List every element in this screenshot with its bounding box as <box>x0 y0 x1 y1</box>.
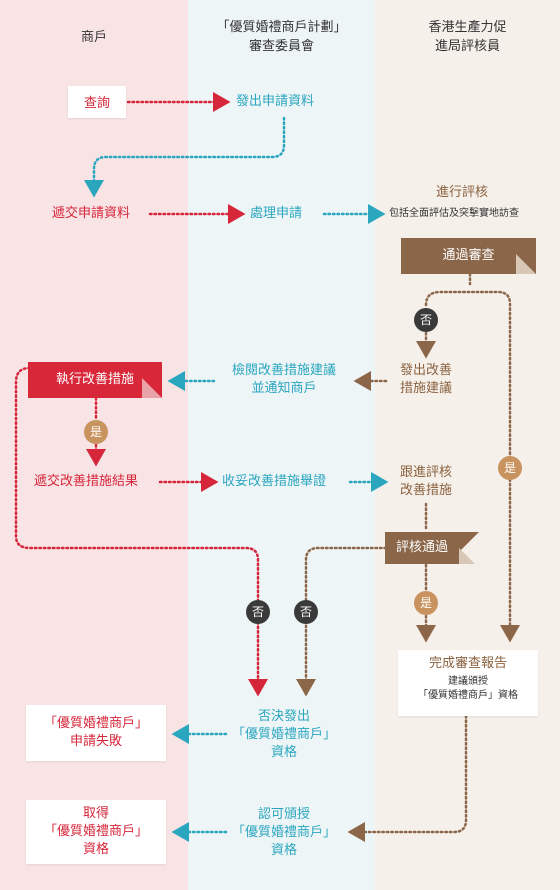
merchant-header-text: 商戶 <box>80 30 107 45</box>
application-failed-line2: 申請失敗 <box>69 734 122 749</box>
assessment-title: 進行評核 <box>436 185 489 200</box>
follow-up-line1: 跟進評核 <box>399 465 452 480</box>
execute-improvement-band: 執行改善措施 <box>28 362 162 398</box>
enquiry-text: 查詢 <box>83 96 110 111</box>
follow-up-text: 跟進評核 改善措施 <box>390 464 462 500</box>
report-title: 完成審查報告 <box>428 656 507 671</box>
merchant-lane-header: 商戶 <box>0 28 188 47</box>
no-badge-assessment: 否 <box>294 600 318 624</box>
reject-line2: 「優質婚禮商戶」 <box>231 727 336 742</box>
approve-line1: 認可頒授 <box>257 807 310 822</box>
no-badge-execute: 否 <box>246 600 270 624</box>
obtain-line2: 「優質婚禮商戶」 <box>43 824 148 839</box>
assessment-pass-tail <box>459 532 479 552</box>
reject-line3: 資格 <box>270 745 297 760</box>
assessor-lane-header: 香港生產力促 進局評核員 <box>375 18 560 56</box>
assessment-pass-band: 評核通過 <box>385 532 459 564</box>
issue-improvement-text: 發出改善 措施建議 <box>390 362 462 398</box>
committee-header-line2: 審查委員會 <box>248 39 314 54</box>
yes-badge-assessment: 是 <box>414 591 438 615</box>
no-label: 否 <box>299 605 312 619</box>
approve-line2: 「優質婚禮商戶」 <box>231 825 336 840</box>
assessor-lane <box>375 0 560 890</box>
assessor-header-line2: 進局評核員 <box>434 39 500 54</box>
assessment-note: 包括全面評估及突擊實地訪查 <box>389 208 519 219</box>
issue-form-text: 發出申請資料 <box>236 94 315 109</box>
yes-badge-review: 是 <box>498 456 522 480</box>
yes-badge-execute: 是 <box>84 420 108 444</box>
application-failed-box: 「優質婚禮商戶」 申請失敗 <box>26 705 166 761</box>
receive-proof-text: 收妥改善措施舉證 <box>222 474 327 489</box>
reject-line1: 否決發出 <box>257 709 310 724</box>
pass-review-band: 通過審查 <box>401 238 536 274</box>
assessment-pass-fold <box>459 548 475 564</box>
assessor-header-line1: 香港生產力促 <box>428 20 507 35</box>
yes-label: 是 <box>503 461 516 475</box>
pass-review-text: 通過審查 <box>442 248 495 263</box>
issue-improvement-line2: 措施建議 <box>399 381 452 396</box>
no-label: 否 <box>251 605 264 619</box>
committee-header-line1: 「優質婚禮商戶計劃」 <box>216 20 347 35</box>
reject-text: 否決發出 「優質婚禮商戶」 資格 <box>222 708 346 762</box>
committee-lane-header: 「優質婚禮商戶計劃」 審查委員會 <box>188 18 375 56</box>
enquiry-box: 查詢 <box>68 86 126 118</box>
obtain-line1: 取得 <box>82 806 109 821</box>
obtain-line3: 資格 <box>82 842 109 857</box>
committee-lane <box>188 0 375 890</box>
execute-improvement-text: 執行改善措施 <box>55 372 134 387</box>
issue-improvement-line1: 發出改善 <box>399 363 452 378</box>
application-failed-line1: 「優質婚禮商戶」 <box>43 716 148 731</box>
no-badge-review: 否 <box>414 308 438 332</box>
yes-label: 是 <box>419 596 432 610</box>
review-improvement-text: 檢閱改善措施建議 並通知商戶 <box>214 362 354 398</box>
report-box: 完成審查報告 建議頒授 「優質婚禮商戶」資格 <box>398 650 538 716</box>
follow-up-line2: 改善措施 <box>399 483 452 498</box>
execute-improvement-fold <box>142 378 162 398</box>
process-application-text: 處理申請 <box>250 206 303 221</box>
assessment-pass-text: 評核通過 <box>395 540 448 555</box>
approve-line3: 資格 <box>270 843 297 858</box>
report-note-line2: 「優質婚禮商戶」資格 <box>418 690 518 701</box>
pass-review-fold <box>516 254 536 274</box>
review-improvement-line1: 檢閱改善措施建議 <box>231 363 336 378</box>
submit-form-text: 遞交申請資料 <box>52 206 131 221</box>
review-improvement-line2: 並通知商戶 <box>251 381 317 396</box>
no-label: 否 <box>419 313 432 327</box>
approve-text: 認可頒授 「優質婚禮商戶」 資格 <box>222 806 346 860</box>
report-note-line1: 建議頒授 <box>448 676 488 687</box>
obtain-qualification-box: 取得 「優質婚禮商戶」 資格 <box>26 800 166 864</box>
yes-label: 是 <box>89 425 102 439</box>
submit-result-text: 遞交改善措施結果 <box>34 474 139 489</box>
